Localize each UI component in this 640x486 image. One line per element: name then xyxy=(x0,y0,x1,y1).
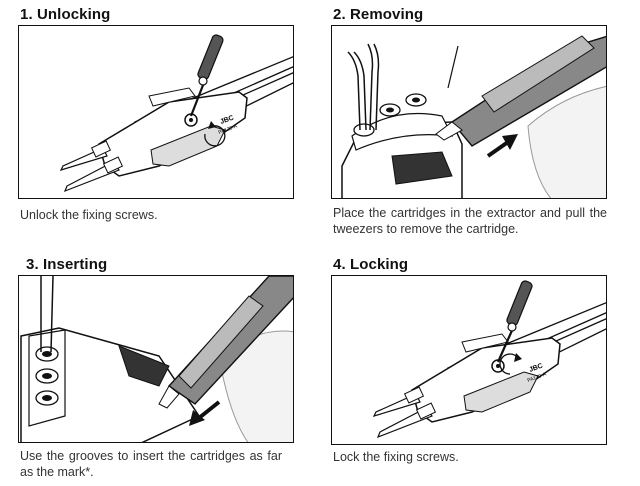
step-caption: Lock the fixing screws. xyxy=(333,450,459,464)
step-title: 2. Removing xyxy=(333,6,424,23)
tweezers-locking-illustration: JBC PA120-A xyxy=(372,280,606,439)
step-title: 4. Locking xyxy=(333,256,409,273)
illustration-frame xyxy=(18,275,294,443)
step-title: 1. Unlocking xyxy=(20,6,111,23)
brand-mark: JBC xyxy=(219,115,235,126)
step-caption: Unlock the fixing screws. xyxy=(20,208,158,222)
illustration-frame: JBC PA120-A xyxy=(331,275,607,445)
cartridge-removal-illustration xyxy=(341,35,606,198)
tweezers-unlocking-illustration: JBC PA120-A xyxy=(59,34,293,193)
illustration-frame xyxy=(331,25,607,199)
illustration-frame: JBC PA120-A xyxy=(18,25,294,199)
brand-mark: JBC xyxy=(528,363,544,374)
step-caption: Place the cartridges in the extractor an… xyxy=(333,206,607,236)
cartridge-insertion-illustration xyxy=(20,276,293,442)
step-caption: Use the grooves to insert the cartridges… xyxy=(20,449,282,479)
step-title: 3. Inserting xyxy=(26,256,108,273)
